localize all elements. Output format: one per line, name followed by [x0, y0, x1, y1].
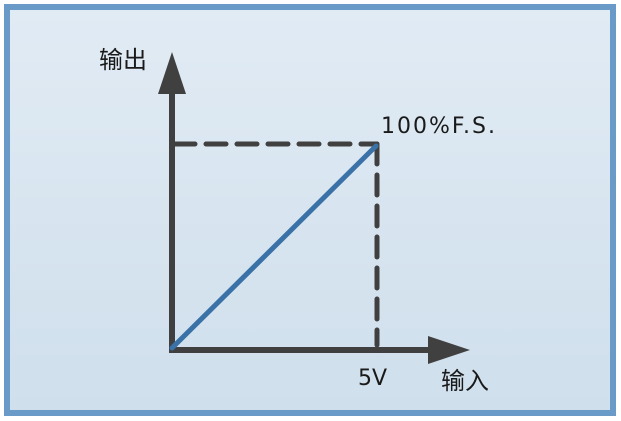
transfer-line	[169, 143, 379, 351]
x-axis-label: 输入	[441, 367, 489, 395]
full-scale-label: 100%F.S.	[381, 114, 497, 139]
y-axis-arrow-icon	[158, 52, 186, 94]
y-axis-label: 输出	[99, 46, 147, 74]
x-tick-5v-label: 5V	[358, 366, 387, 391]
x-axis-arrow-icon	[428, 336, 470, 364]
